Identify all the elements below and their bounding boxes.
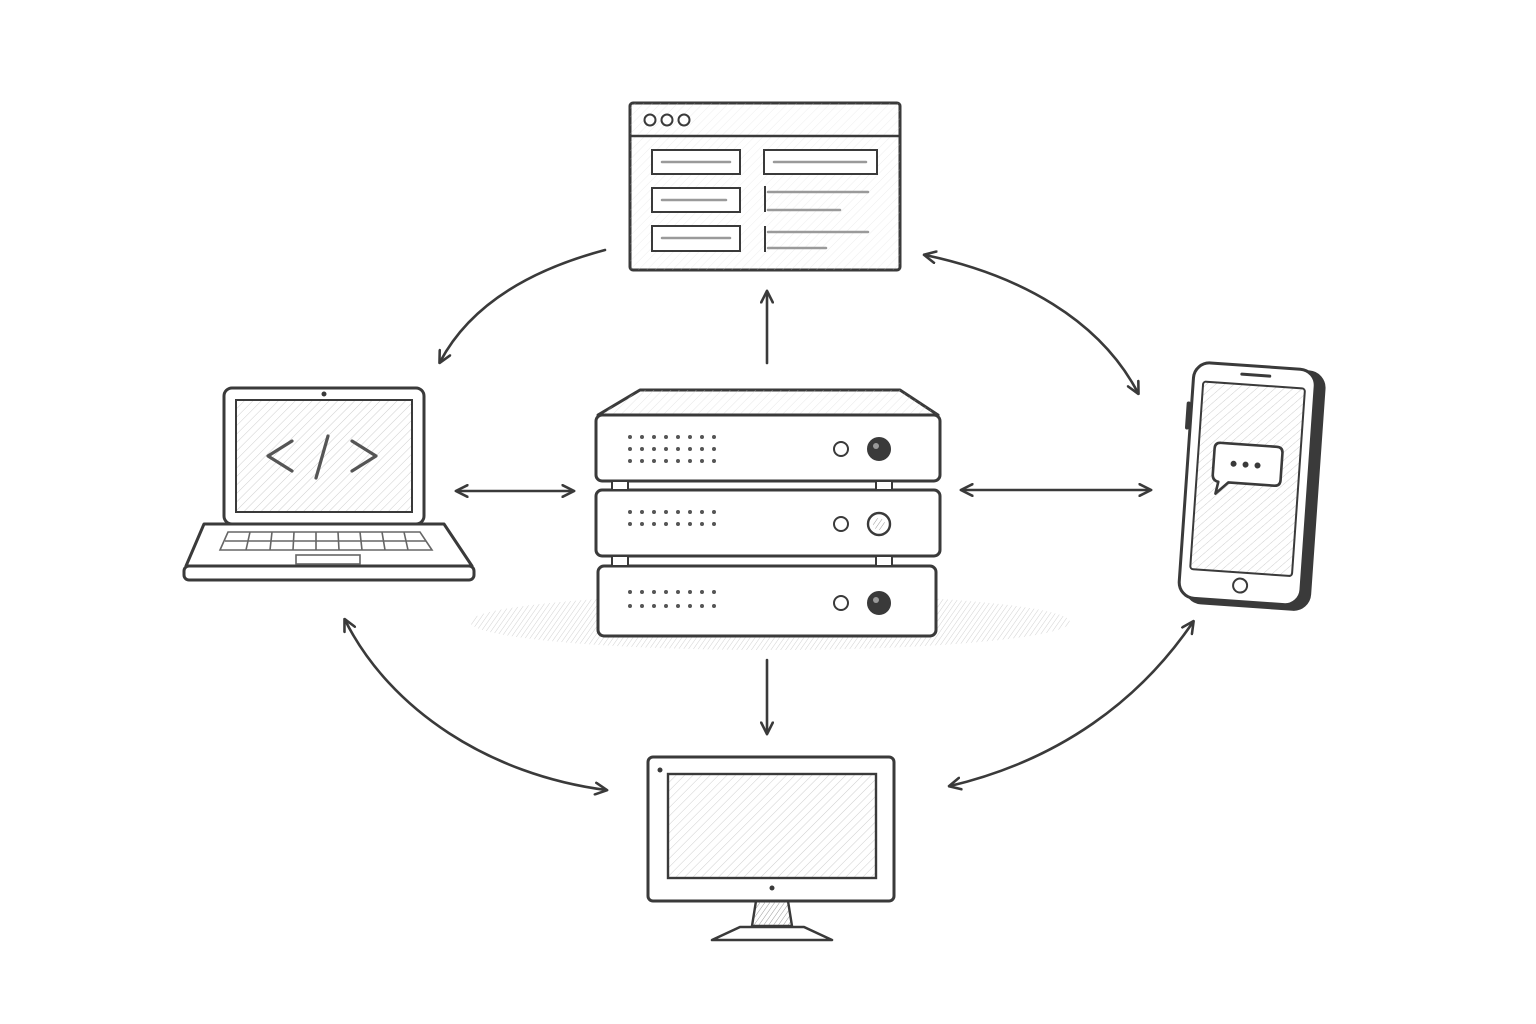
monitor-stand [750,899,794,928]
server-unit-1 [594,413,942,483]
server-unit-3 [596,564,938,638]
power-button-icon [867,591,891,615]
dashboard-text-lines [660,160,870,250]
vent-holes [628,435,716,463]
status-led-icon [833,441,849,457]
status-led-icon [833,595,849,611]
code-brackets-icon [266,434,378,480]
keyboard [218,531,434,551]
arrow-laptop-monitor [345,620,606,790]
laptop-node [182,386,476,582]
server-unit-2 [594,488,942,558]
trackpad [295,554,361,565]
desktop-monitor-node [646,755,896,942]
phone-home-button-icon [1232,577,1249,594]
vent-holes [628,510,716,526]
status-led-icon [833,516,849,532]
server-stack-node [470,388,1070,650]
phone-speaker [1240,372,1272,378]
connections [345,248,1193,790]
arrow-dashboard-to-laptop [440,248,607,362]
window-controls-icon [643,113,691,127]
chat-bubble-icon [1211,441,1284,495]
arrow-dashboard-phone [925,255,1138,393]
laptop-camera-icon [321,391,327,397]
vent-holes [628,590,716,608]
monitor-power-icon [769,885,775,891]
smartphone-node [1177,361,1326,611]
arrow-phone-monitor [950,622,1193,786]
power-button-icon [867,437,891,461]
web-dashboard-node [628,101,902,272]
